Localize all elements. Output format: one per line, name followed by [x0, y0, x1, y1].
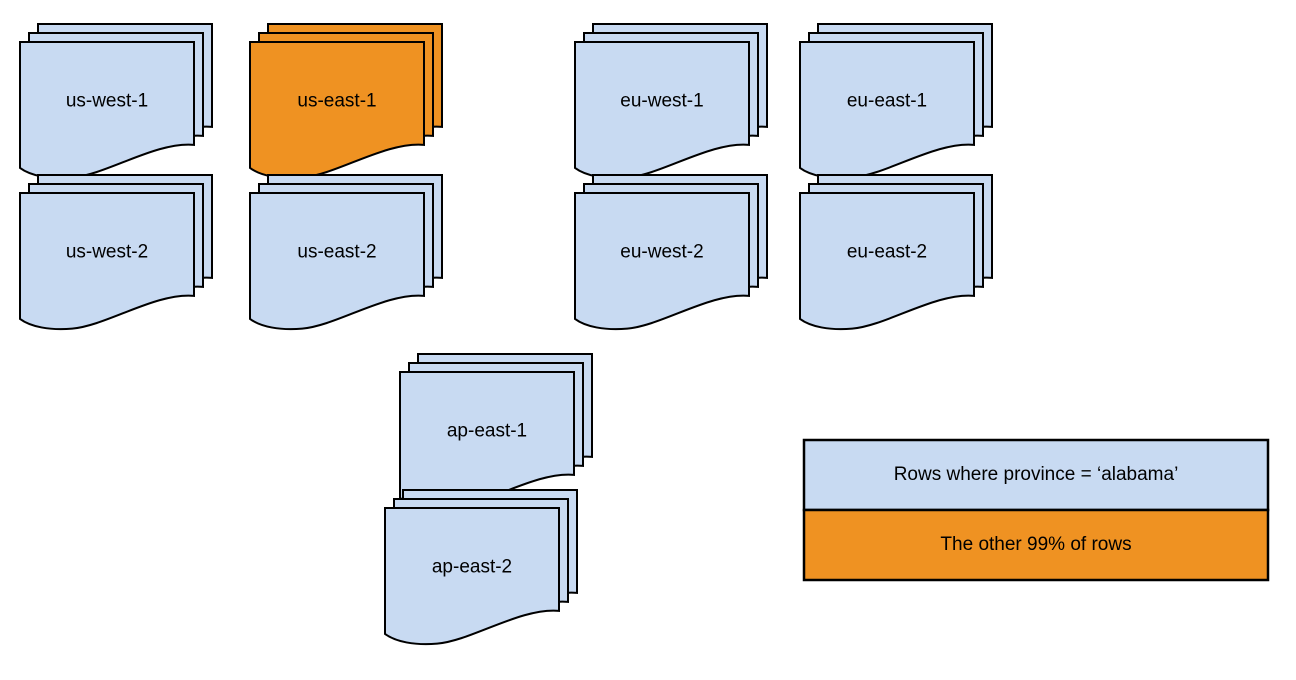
document-stack-ap-east-2[interactable]: ap-east-2	[384, 489, 578, 646]
document-stack-label: ap-east-2	[432, 557, 512, 578]
legend-row-other-label: The other 99% of rows	[940, 534, 1131, 555]
legend-row-other	[802, 508, 1270, 582]
document-stack-label: us-west-1	[66, 91, 148, 112]
document-stack-label: us-east-2	[297, 242, 376, 263]
document-stack-us-east-1[interactable]: us-east-1	[249, 23, 443, 180]
document-stack-label: eu-west-1	[620, 91, 703, 112]
document-stacks-group: us-west-1 us-east-1 eu-west-1 eu-east-1 us-w…	[19, 23, 993, 646]
legend: Rows where province = ‘alabama’ The other…	[802, 438, 1270, 582]
document-stack-label: eu-west-2	[620, 242, 703, 263]
document-sheet-front	[574, 192, 750, 331]
legend-row-alabama	[802, 438, 1270, 512]
document-stack-label: eu-east-1	[847, 91, 927, 112]
document-stack-eu-east-1[interactable]: eu-east-1	[799, 23, 993, 180]
document-stack-label: us-west-2	[66, 242, 148, 263]
document-stack-label: eu-east-2	[847, 242, 927, 263]
document-stack-us-west-1[interactable]: us-west-1	[19, 23, 213, 180]
document-stack-ap-east-1[interactable]: ap-east-1	[399, 353, 593, 510]
document-sheet-front	[384, 507, 560, 646]
document-stack-us-east-2[interactable]: us-east-2	[249, 174, 443, 331]
document-stack-label: ap-east-1	[447, 421, 527, 442]
document-stack-us-west-2[interactable]: us-west-2	[19, 174, 213, 331]
document-stack-eu-west-1[interactable]: eu-west-1	[574, 23, 768, 180]
document-stack-eu-east-2[interactable]: eu-east-2	[799, 174, 993, 331]
document-sheet-front	[19, 192, 195, 331]
document-stack-eu-west-2[interactable]: eu-west-2	[574, 174, 768, 331]
document-sheet-front	[249, 192, 425, 331]
legend-row-alabama-label: Rows where province = ‘alabama’	[894, 464, 1179, 485]
document-sheet-front	[799, 192, 975, 331]
document-stack-label: us-east-1	[297, 91, 376, 112]
